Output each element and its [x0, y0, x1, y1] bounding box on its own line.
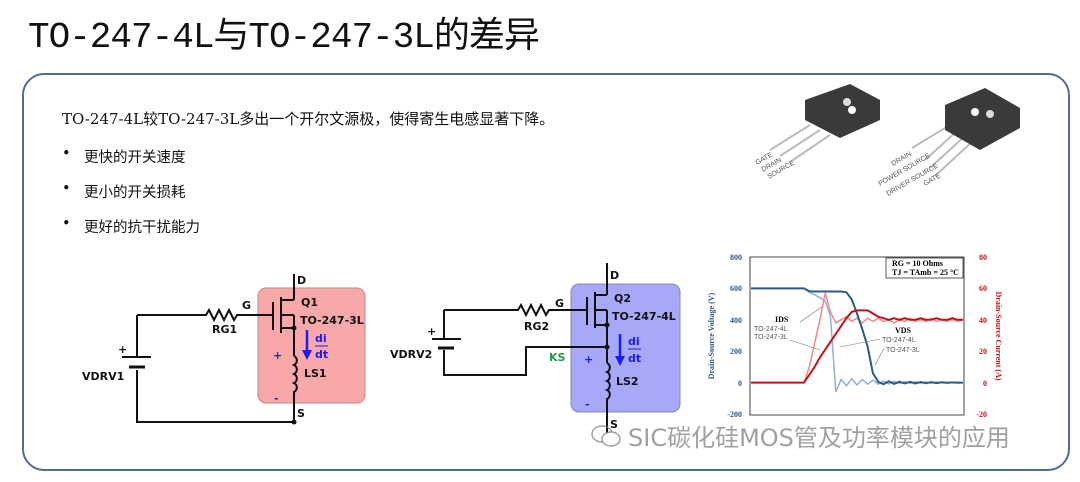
to-247-3l-package-image: GATE DRAIN SOURCE — [755, 84, 880, 181]
dt-label: dt — [315, 348, 328, 361]
y-tick-left: 800 — [730, 253, 742, 262]
plus-sign: + — [118, 343, 127, 356]
minus-sign: - — [274, 392, 279, 405]
series-line-vds-to-247-4l — [751, 287, 964, 386]
y-axis-label-right: Drain-Source Current (A) — [994, 291, 1003, 380]
gate-label: G — [242, 299, 251, 312]
y-tick-left: 400 — [730, 316, 742, 325]
transistor-label: Q2 — [614, 292, 631, 305]
y-tick-right: 80 — [979, 253, 987, 262]
conditions-text: TJ = TAmb = 25 °C — [892, 268, 959, 277]
y-tick-right: -20 — [976, 410, 987, 419]
bullet-item: • 更快的开关速度 — [62, 146, 200, 181]
plot-area — [749, 256, 965, 416]
di-label: di — [628, 335, 640, 348]
source-label: S — [297, 407, 305, 420]
wechat-icon — [591, 424, 621, 447]
ids-4l-label: TO-247-4L — [754, 326, 788, 333]
plus-sign: + — [427, 325, 436, 338]
transistor-label: Q1 — [301, 296, 318, 309]
vds-3l-label: TO-247-3L — [886, 347, 920, 354]
conditions-box — [885, 257, 964, 279]
content-frame — [22, 73, 1070, 471]
bullet-item: • 更小的开关损耗 — [62, 181, 200, 216]
vds-4l-label: TO-247-4L — [882, 337, 916, 344]
to-247-4l-package-image: DRAIN POWER SOURCE DRIVER SOURCE GATE — [878, 88, 1020, 198]
bullet-icon: • — [62, 146, 71, 162]
y-tick-right: 20 — [979, 347, 987, 356]
y-tick-left: -200 — [727, 410, 742, 419]
bullet-text: 更快的开关速度 — [84, 150, 186, 166]
y-tick-right: 40 — [979, 316, 987, 325]
bullet-text: 更好的抗干扰能力 — [84, 220, 200, 236]
package-label: TO-247-3L — [300, 314, 364, 327]
source-voltage-label: VDRV1 — [82, 370, 124, 383]
vds-label: VDS — [895, 326, 912, 335]
watermark-text: SIC碳化硅MOS管及功率模块的应用 — [628, 424, 1010, 452]
bullet-list: • 更快的开关速度 • 更小的开关损耗 • 更好的抗干扰能力 — [62, 146, 200, 251]
y-tick-right: 60 — [979, 284, 987, 293]
resistor-label: RG1 — [212, 323, 237, 336]
plus-sign: + — [273, 349, 282, 362]
y-tick-right: 0 — [983, 379, 987, 388]
minus-sign: - — [585, 398, 590, 411]
inductor-label: LS2 — [616, 375, 639, 388]
resistor-label: RG2 — [524, 320, 549, 333]
ids-label: IDS — [775, 315, 789, 324]
y-tick-left: 0 — [738, 379, 742, 388]
ids-3l-label: TO-247-3L — [754, 334, 788, 341]
bullet-icon: • — [62, 216, 71, 232]
inductor-label: LS1 — [304, 367, 327, 380]
y-tick-left: 600 — [730, 284, 742, 293]
watermark: SIC碳化硅MOS管及功率模块的应用 — [590, 418, 1010, 453]
gate-label: G — [555, 297, 564, 310]
bullet-icon: • — [62, 181, 71, 197]
y-axis-label-left: Drain-Source Voltage (V) — [707, 292, 716, 379]
y-tick-left: 200 — [730, 347, 742, 356]
package-box-3l — [257, 287, 366, 404]
circuit-to-247-3l: D G S Q1 TO-247-3L RG1 LS1 VDRV1 + di dt… — [82, 274, 366, 425]
di-label: di — [315, 332, 327, 345]
source-voltage-label: VDRV2 — [390, 348, 432, 361]
lead-text: TO-247-4L较TO-247-3L多出一个开尔文源极，使得寄生电感显著下降。 — [62, 110, 555, 128]
series-line-ids-to-247-4l — [751, 309, 963, 384]
drain-label: D — [610, 269, 619, 282]
conditions-text: RG = 10 Ohms — [892, 259, 943, 268]
source-label: S — [610, 418, 618, 431]
slide-title: TO-247-4L与TO-247-3L的差异 — [28, 17, 540, 58]
circuit-to-247-4l: D G S Q2 TO-247-4L RG2 LS2 VDRV2 + KS di… — [390, 263, 681, 440]
package-label: TO-247-4L — [612, 310, 676, 323]
bullet-text: 更小的开关损耗 — [84, 185, 186, 201]
plus-sign: + — [584, 353, 593, 366]
drain-label: D — [297, 274, 306, 287]
kelvin-source-label: KS — [549, 351, 566, 364]
bullet-item: • 更好的抗干扰能力 — [62, 216, 200, 251]
dt-label: dt — [628, 352, 641, 365]
switching-waveform-chart: 800 600 400 200 0 -200 80 60 40 20 0 -20… — [707, 253, 1003, 419]
